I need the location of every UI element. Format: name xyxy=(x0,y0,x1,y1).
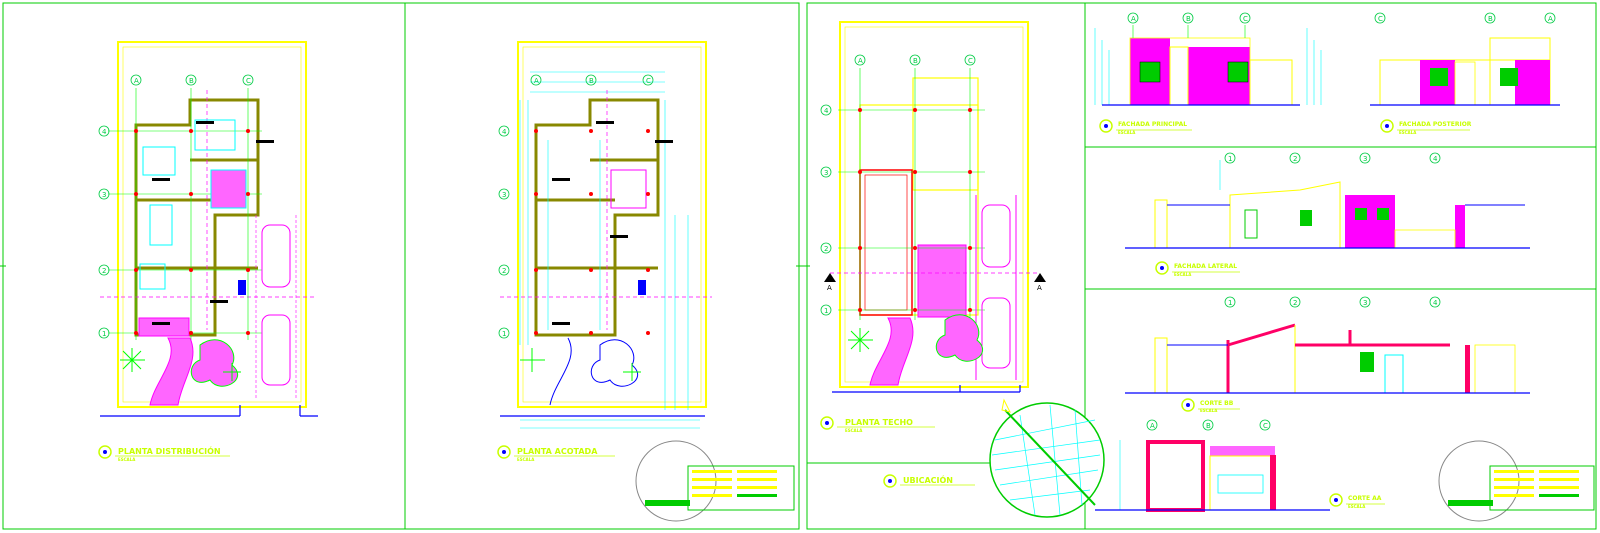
axis-label: 3 xyxy=(1363,299,1367,307)
axis-label: C xyxy=(246,77,251,85)
axis-label: 2 xyxy=(824,245,828,253)
drawing-scale: ESCALA xyxy=(1200,408,1218,413)
axis-label: 3 xyxy=(502,191,506,199)
axis-label: C xyxy=(1378,15,1383,23)
title-corte-bb: CORTE BB ESCALA xyxy=(1181,398,1240,413)
title-planta-distribucion: PLANTA DISTRIBUCIÓN ESCALA xyxy=(98,445,230,462)
plan-roof xyxy=(830,21,1105,518)
drawing-title: FACHADA LATERAL xyxy=(1174,263,1237,270)
axis-label: B xyxy=(589,77,594,85)
axis-label: C xyxy=(646,77,651,85)
title-fachada-lateral: FACHADA LATERAL ESCALA xyxy=(1155,261,1240,277)
elevation-rear xyxy=(1306,28,1560,106)
location-map xyxy=(989,398,1105,518)
drawing-scale: ESCALA xyxy=(118,457,136,462)
axis-label: B xyxy=(1186,15,1191,23)
elevation-front xyxy=(1094,25,1300,106)
section-bb xyxy=(1125,323,1530,394)
axis-label: C xyxy=(1243,15,1248,23)
drawing-title: UBICACIÓN xyxy=(903,474,953,485)
axis-label: 1 xyxy=(502,330,506,338)
axis-label: A xyxy=(1150,422,1155,430)
axis-label: B xyxy=(1488,15,1493,23)
drawing-titles: PLANTA DISTRIBUCIÓN ESCALA PLANTA ACOTAD… xyxy=(98,119,1472,509)
drawing-scale: ESCALA xyxy=(1348,504,1366,509)
drawing-scale: ESCALA xyxy=(845,428,863,433)
drawing-title: CORTE AA xyxy=(1348,495,1382,502)
drawing-title: CORTE BB xyxy=(1200,400,1234,407)
title-planta-acotada: PLANTA ACOTADA ESCALA xyxy=(497,445,615,462)
axis-label: A xyxy=(858,57,863,65)
axis-label: 1 xyxy=(1228,299,1232,307)
plan-dimensioned xyxy=(500,41,712,429)
cut-markers: A A xyxy=(824,273,1046,292)
drawing-scale: ESCALA xyxy=(1399,130,1417,135)
axis-labels: A B C A B C A B C A B C C B A 1 2 3 4 1 … xyxy=(102,15,1553,430)
axis-label: 3 xyxy=(824,169,828,177)
drawing-scale: ESCALA xyxy=(1118,130,1136,135)
axis-label: B xyxy=(913,57,918,65)
drawing-title: PLANTA TECHO xyxy=(845,418,913,427)
axis-label: 3 xyxy=(102,191,106,199)
title-corte-aa: CORTE AA ESCALA xyxy=(1329,493,1385,509)
title-fachada-posterior: FACHADA POSTERIOR ESCALA xyxy=(1380,119,1472,135)
axis-label: B xyxy=(1206,422,1211,430)
axis-label: A xyxy=(1548,15,1553,23)
cut-marker-label: A xyxy=(1037,284,1042,292)
drawing-title: FACHADA PRINCIPAL xyxy=(1118,121,1187,128)
axis-label: 4 xyxy=(502,128,507,136)
elevation-side xyxy=(1125,160,1530,249)
axis-label: C xyxy=(1263,422,1268,430)
axis-label: 4 xyxy=(102,128,107,136)
drawing-title: PLANTA ACOTADA xyxy=(517,447,598,456)
drawing-scale: ESCALA xyxy=(517,457,535,462)
title-blocks xyxy=(635,440,1595,522)
title-fachada-principal: FACHADA PRINCIPAL ESCALA xyxy=(1099,119,1192,135)
axis-label: B xyxy=(189,77,194,85)
axis-label: A xyxy=(1131,15,1136,23)
axis-label: 1 xyxy=(1228,155,1232,163)
cut-marker-label: A xyxy=(827,284,832,292)
axis-label: 4 xyxy=(1433,155,1438,163)
drawing-title: FACHADA POSTERIOR xyxy=(1399,121,1472,128)
axis-label: A xyxy=(134,77,139,85)
title-planta-techo: PLANTA TECHO ESCALA xyxy=(820,416,935,433)
title-block-sheet-1 xyxy=(635,440,795,522)
axis-label: 2 xyxy=(502,267,506,275)
axis-label: C xyxy=(968,57,973,65)
axis-label: A xyxy=(534,77,539,85)
axis-label: 2 xyxy=(102,267,106,275)
drawing-title: PLANTA DISTRIBUCIÓN xyxy=(118,445,221,456)
drawing-scale: ESCALA xyxy=(1174,272,1192,277)
axis-label: 4 xyxy=(1433,299,1438,307)
axis-label: 1 xyxy=(102,330,106,338)
axis-label: 3 xyxy=(1363,155,1367,163)
plan-distribution xyxy=(100,41,318,417)
axis-label: 1 xyxy=(824,307,828,315)
axis-label: 2 xyxy=(1293,155,1297,163)
axis-bubbles xyxy=(98,12,1556,431)
axis-label: 4 xyxy=(824,107,829,115)
title-ubicacion: UBICACIÓN xyxy=(883,474,975,488)
title-block-sheet-2 xyxy=(1438,440,1595,522)
axis-label: 2 xyxy=(1293,299,1297,307)
section-aa xyxy=(1095,440,1330,512)
